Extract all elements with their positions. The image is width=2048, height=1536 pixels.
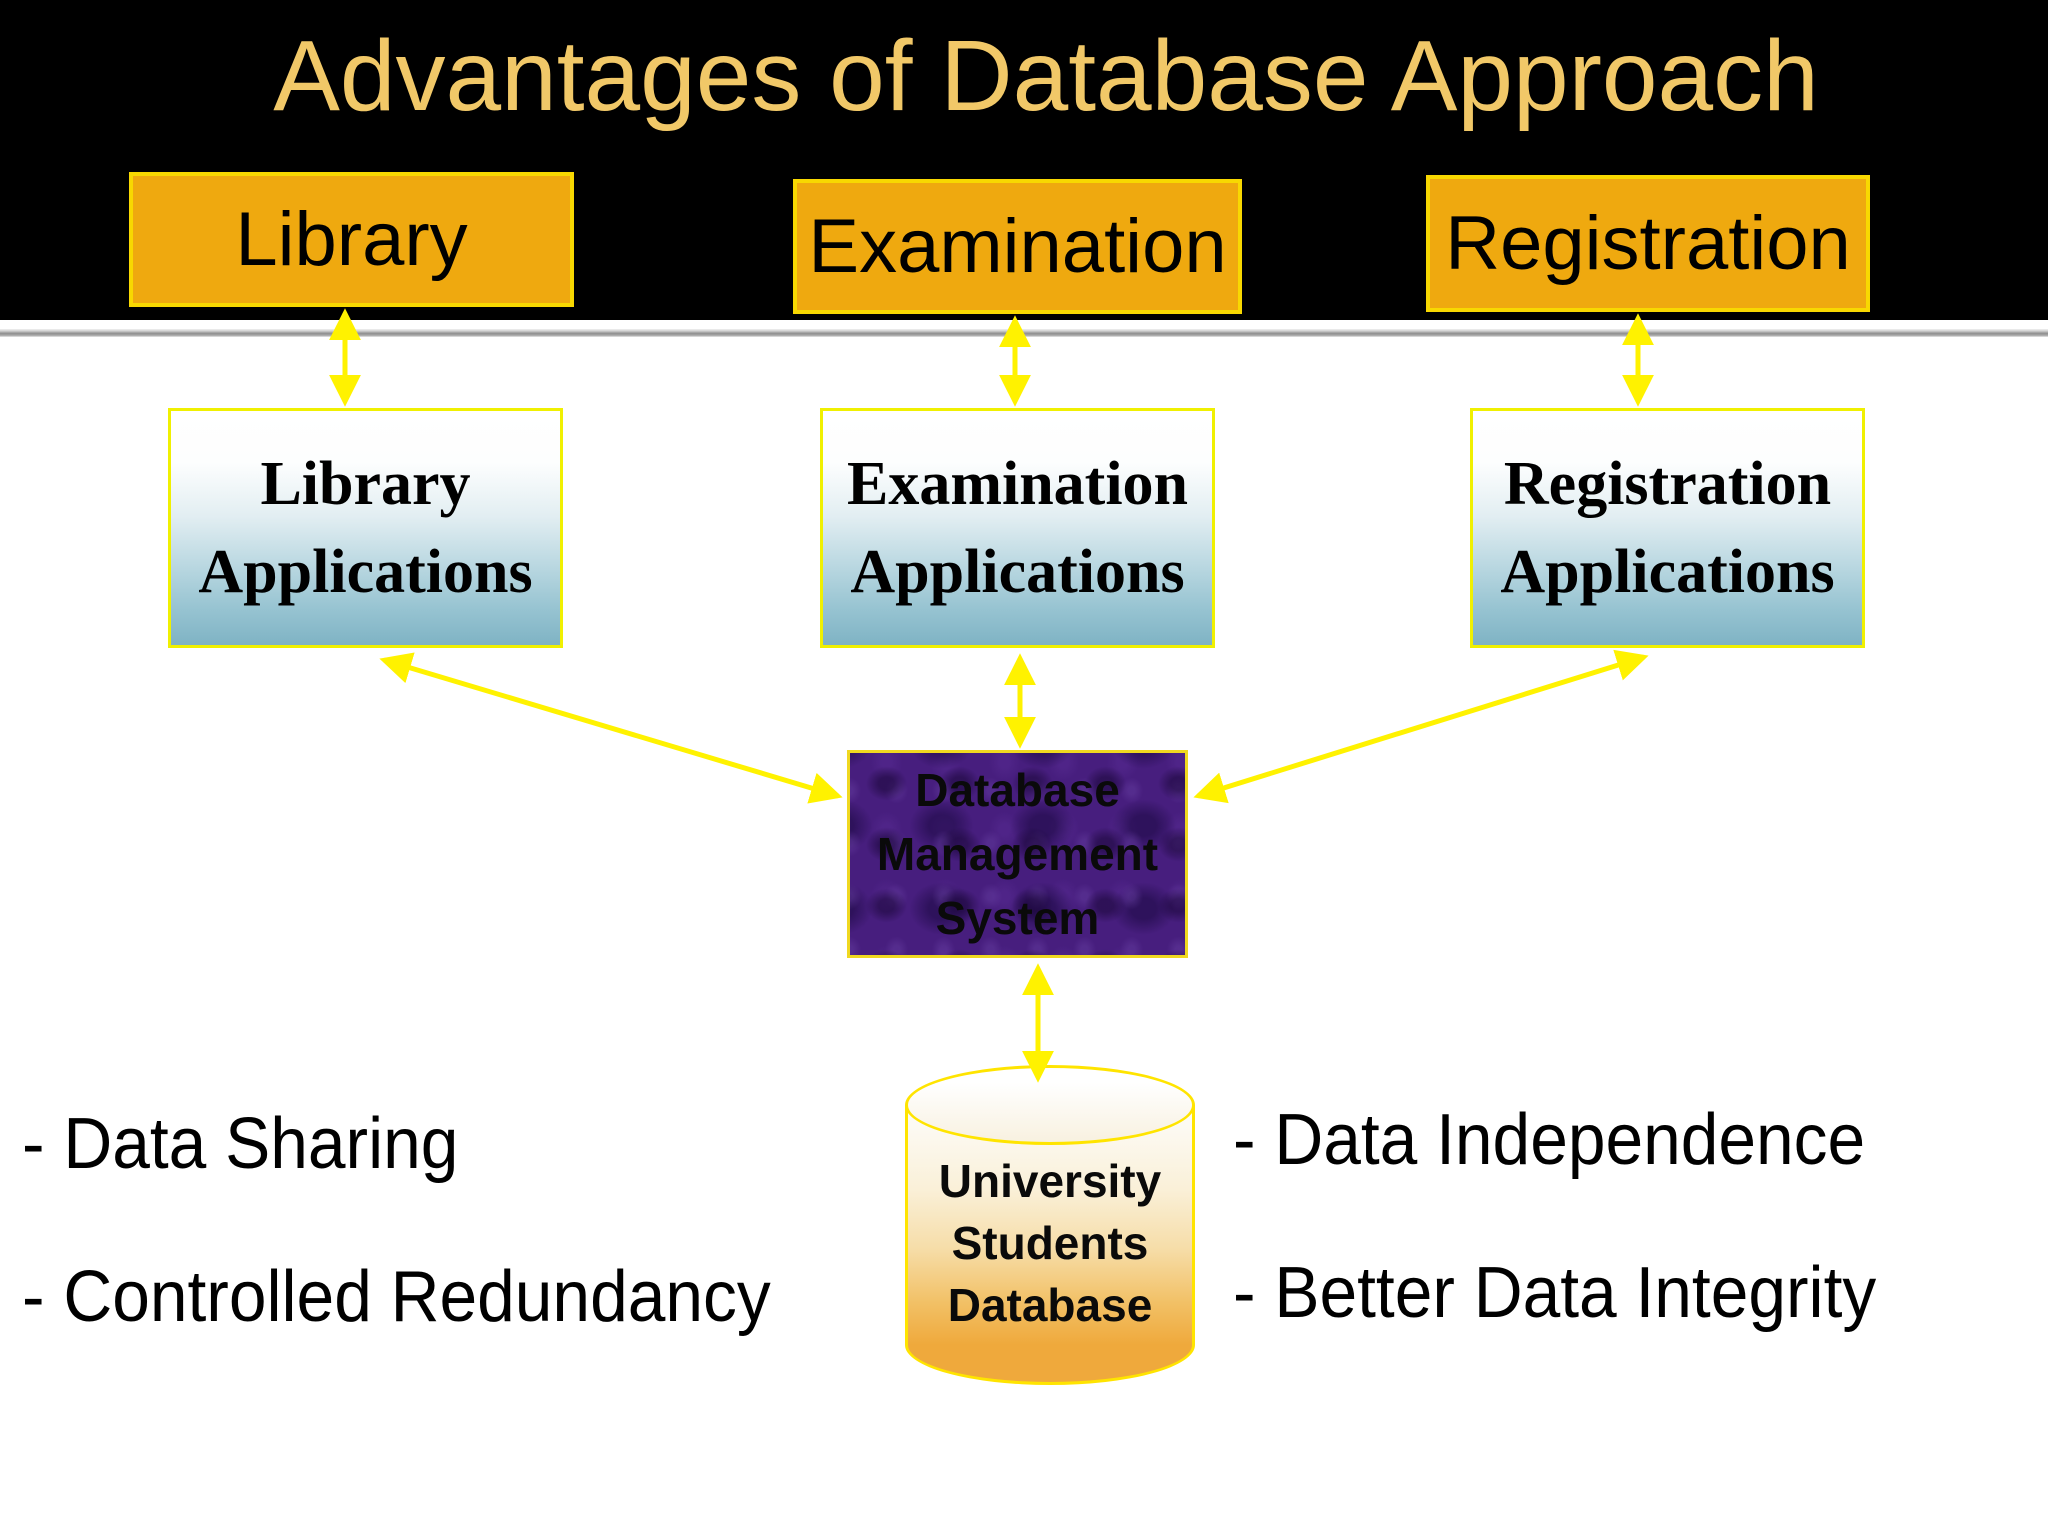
library-applications-box: Library Applications (168, 408, 563, 648)
examination-applications-box: Examination Applications (820, 408, 1215, 648)
advantage-data-independence: - Data Independence (1233, 1100, 1866, 1180)
examination-applications-line1: Examination (846, 450, 1189, 518)
header-box-examination: Examination (793, 179, 1242, 314)
arrow-library-applications-to-dbms (379, 652, 843, 804)
dbms-line3: System (935, 892, 1100, 944)
cylinder-line3: Database (947, 1279, 1153, 1331)
cylinder-line2: Students (951, 1217, 1149, 1269)
advantage-data-sharing: - Data Sharing (22, 1104, 459, 1184)
registration-applications-line1: Registration (1503, 450, 1832, 518)
header-box-library-label: Library (235, 197, 468, 282)
slide-title: Advantages of Database Approach (273, 20, 1819, 132)
advantage-controlled-redundancy: - Controlled Redundancy (22, 1257, 771, 1337)
advantage-better-data-integrity: - Better Data Integrity (1233, 1253, 1877, 1333)
registration-applications-box: Registration Applications (1470, 408, 1865, 648)
dbms-box: Database Management System (847, 750, 1188, 958)
registration-applications-line2: Applications (1500, 538, 1835, 606)
header-box-registration-label: Registration (1445, 201, 1851, 286)
header-box-examination-label: Examination (808, 204, 1227, 289)
database-cylinder-top (905, 1065, 1195, 1145)
dbms-line2: Management (876, 828, 1159, 880)
separator-line (0, 329, 2048, 337)
library-applications-line1: Library (260, 450, 471, 518)
header-box-library: Library (129, 172, 574, 307)
examination-applications-line2: Applications (850, 538, 1185, 606)
library-applications-line2: Applications (198, 538, 533, 606)
database-cylinder-label: University Students Database (905, 1150, 1195, 1336)
arrow-registration-applications-to-dbms (1193, 649, 1649, 804)
cylinder-line1: University (938, 1155, 1162, 1207)
database-cylinder-body (905, 1105, 1195, 1345)
dbms-line1: Database (915, 764, 1120, 816)
header-box-registration: Registration (1426, 175, 1870, 312)
